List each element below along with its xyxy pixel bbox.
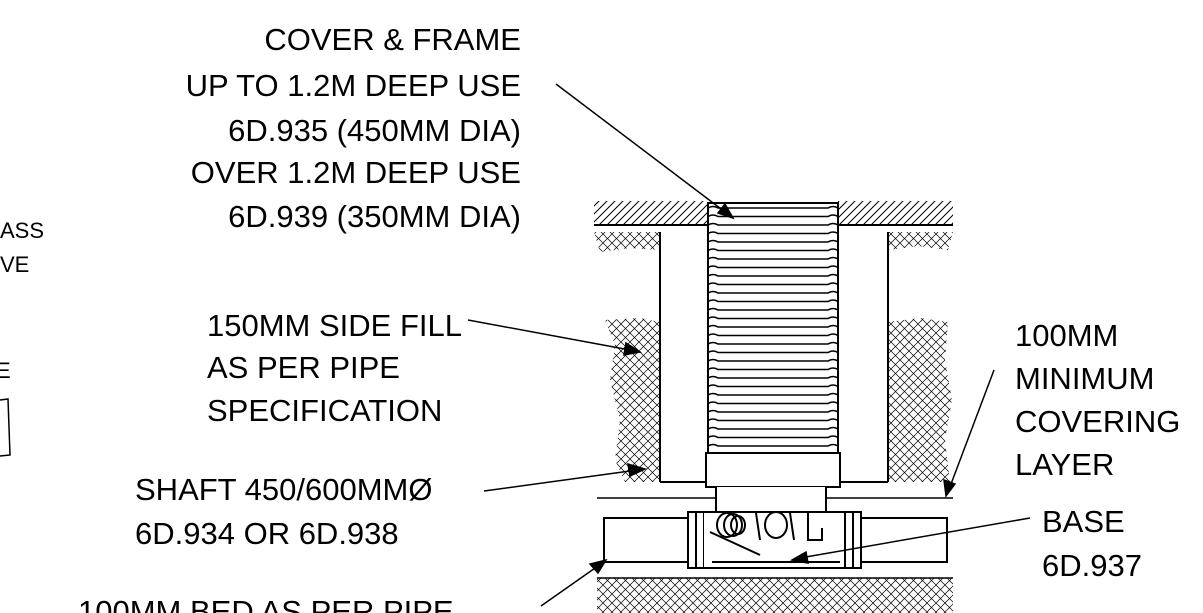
covering-layer-line-4: LAYER (1015, 447, 1114, 482)
riser-rib (707, 409, 839, 413)
riser-rib (707, 418, 839, 422)
bypass-fragment-line-2: VE (0, 252, 29, 277)
base-label: BASE 6D.937 (1042, 504, 1142, 583)
arrowhead-side-fill (623, 341, 642, 356)
side-fill-line-3: SPECIFICATION (207, 393, 442, 428)
base-line-2: 6D.937 (1042, 548, 1142, 583)
covering-layer-line-3: COVERING (1015, 404, 1180, 439)
leader-bed (540, 565, 599, 607)
riser-rib (707, 392, 839, 396)
riser-rib (707, 290, 839, 294)
covering-layer-label: 100MM MINIMUM COVERING LAYER (1015, 318, 1180, 482)
arrowhead-shaft (627, 462, 648, 478)
riser-rib (707, 435, 839, 439)
shaft-outline (659, 232, 889, 483)
covering-layer-line-1: 100MM (1015, 318, 1118, 353)
cover-frame-line-2: UP TO 1.2M DEEP USE (186, 68, 521, 103)
riser-rib (707, 307, 839, 311)
cropped-valve-box (0, 398, 11, 457)
side-fill-line-1: 150MM SIDE FILL (207, 308, 462, 343)
riser-rib (707, 333, 839, 337)
leader-side-fill (467, 319, 631, 351)
leader-covering-layer (947, 369, 995, 493)
riser-rib (707, 231, 839, 235)
riser-rib (707, 443, 839, 447)
riser-rib (707, 222, 839, 226)
riser-rib (707, 367, 839, 371)
side-fill-line-2: AS PER PIPE (207, 350, 400, 385)
covering-layer-line-2: MINIMUM (1015, 361, 1154, 396)
riser-rib (707, 239, 839, 243)
cover-frame-line-1: COVER & FRAME (264, 22, 521, 57)
arrowhead-bed (588, 558, 608, 575)
riser-rib (707, 401, 839, 405)
riser-rib (707, 256, 839, 260)
bypass-fragment-line-3: E (0, 358, 11, 383)
riser-rib (707, 316, 839, 320)
shaft-line-1: SHAFT 450/600MMØ (135, 472, 432, 507)
corrugated-riser (707, 202, 839, 454)
bed-hatch (597, 578, 953, 613)
riser-rib (707, 248, 839, 252)
riser-rib (707, 205, 839, 209)
bed-label: 100MM BED AS PER PIPE (78, 594, 454, 613)
bypass-fragment-line-1: ASS (0, 218, 44, 243)
base-collar (705, 452, 841, 513)
riser-rib (707, 324, 839, 328)
riser-rib (707, 426, 839, 430)
arrowhead-base (789, 550, 809, 564)
ground-surface-hatch (594, 201, 953, 226)
side-fill-hatch (594, 232, 953, 482)
arrowhead-cover-frame (716, 202, 735, 220)
shaft-line-2: 6D.934 OR 6D.938 (135, 516, 399, 551)
base-pipe (603, 511, 948, 569)
cover-frame-line-3: 6D.935 (450MM DIA) (228, 113, 521, 148)
cover-frame-line-4: OVER 1.2M DEEP USE (191, 155, 521, 190)
shaft-label: SHAFT 450/600MMØ 6D.934 OR 6D.938 (135, 472, 432, 551)
riser-rib (707, 341, 839, 345)
leader-cover-frame (555, 83, 734, 219)
riser-rib (707, 375, 839, 379)
valve-fittings (709, 511, 823, 556)
leader-lines (467, 83, 1031, 607)
riser-rib (707, 358, 839, 362)
riser-rib (707, 273, 839, 277)
arrowhead-covering-layer (943, 478, 957, 498)
leader-base (799, 517, 1031, 559)
side-fill-label: 150MM SIDE FILL AS PER PIPE SPECIFICATIO… (207, 308, 462, 428)
base-line-1: BASE (1042, 504, 1125, 539)
riser-rib (707, 214, 839, 218)
cover-frame-line-5: 6D.939 (350MM DIA) (228, 199, 521, 234)
riser-rib (707, 350, 839, 354)
bypass-fragment-label: ASS VE E (0, 218, 44, 383)
cover-frame-label: COVER & FRAME UP TO 1.2M DEEP USE 6D.935… (186, 22, 521, 234)
leader-shaft (483, 470, 631, 492)
riser-rib (707, 265, 839, 269)
bed-line-1: 100MM BED AS PER PIPE (78, 594, 454, 613)
riser-rib (707, 299, 839, 303)
riser-rib (707, 384, 839, 388)
riser-rib (707, 282, 839, 286)
